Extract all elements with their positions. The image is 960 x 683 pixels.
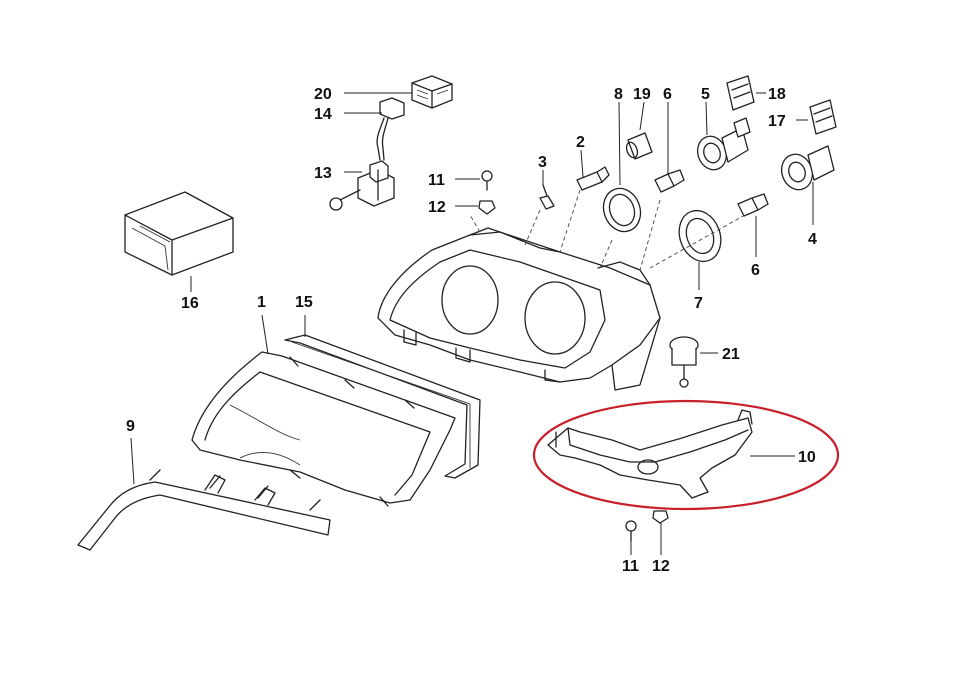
callout-11-top: 11 [428,172,445,189]
part-12-clip-bottom [652,510,669,524]
callout-6-top: 6 [663,86,672,103]
callout-19: 19 [633,86,651,103]
part-2-bulb [576,166,610,191]
callout-17: 17 [768,113,786,130]
callout-18: 18 [768,86,786,103]
part-9-trim [77,469,331,551]
callout-4: 4 [808,231,817,248]
callout-5: 5 [701,86,710,103]
callout-13: 13 [314,165,332,182]
part-20-connector [411,75,453,109]
part-14-wiring [376,97,405,161]
part-7-ring [678,209,722,263]
part-18-connector [726,75,755,111]
part-8-ring [602,187,642,233]
part-4-holder [780,145,835,191]
callout-8: 8 [614,86,623,103]
part-21-adjuster [669,336,699,388]
part-10-bracket [547,409,753,499]
callout-14: 14 [314,106,332,123]
callout-20: 20 [314,86,332,103]
leader-lines [130,92,814,555]
part-11-screw-top [481,170,493,191]
part-3-bulb [539,184,555,210]
part-6-bulb-top [654,169,685,193]
callout-labels: 20 14 13 11 12 3 2 8 19 6 5 18 17 4 6 7 … [126,86,817,575]
callout-21: 21 [722,346,740,363]
callout-2: 2 [576,134,585,151]
part-13-socket [329,160,395,211]
callout-12-bottom: 12 [652,558,670,575]
part-17-connector [809,99,837,135]
part-5-holder [696,117,751,171]
callout-7: 7 [694,295,703,312]
callout-16: 16 [181,295,199,312]
callout-11-bottom: 11 [622,558,639,575]
part-12-clip-top [478,200,496,215]
callout-9: 9 [126,418,135,435]
callout-6-right: 6 [751,262,760,279]
part-19-bulb [625,132,653,160]
part-15-gasket [284,334,481,479]
highlight-circle-part-10 [532,399,840,511]
part-1-lens [191,351,456,507]
callout-1: 1 [257,294,266,311]
callout-15: 15 [295,294,313,311]
part-16-box [124,191,234,276]
callout-10: 10 [798,449,816,466]
part-6-bulb-right [737,193,769,217]
callout-12-top: 12 [428,199,446,216]
callout-3: 3 [538,154,547,171]
part-11-screw-bottom [625,520,637,542]
headlight-housing [377,189,746,391]
